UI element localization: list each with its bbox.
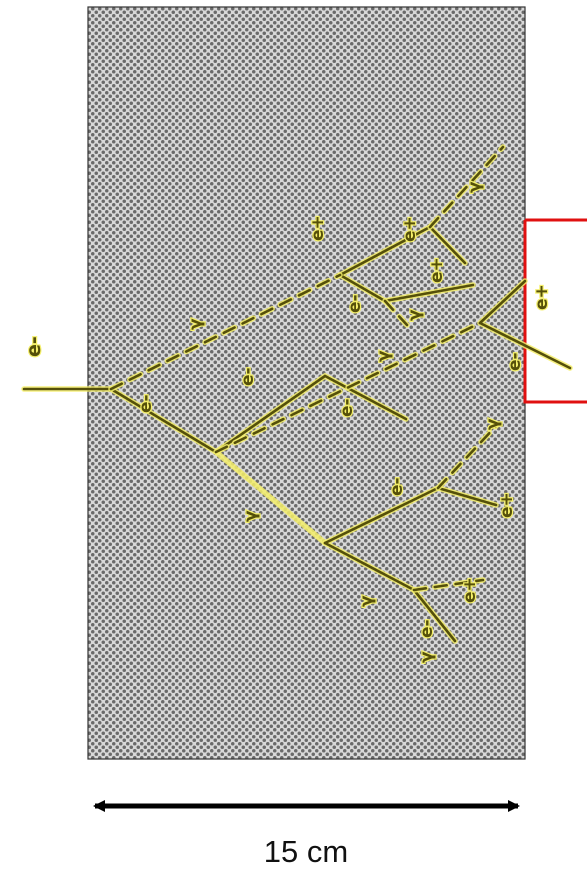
- scale-label: 15 cm: [264, 834, 348, 869]
- particle-label: e-: [238, 367, 258, 386]
- particle-label: e-: [417, 619, 437, 638]
- label-incoming-electron: e-: [23, 336, 45, 357]
- particle-label: e+: [497, 492, 517, 518]
- particle-label: γ: [186, 318, 206, 330]
- particle-label: γ: [405, 309, 425, 321]
- particle-label: e+: [460, 577, 480, 603]
- particle-label: e-: [505, 352, 525, 371]
- particle-label: e+: [532, 284, 552, 310]
- particle-label: e+: [400, 216, 420, 242]
- highlight-box: [525, 220, 587, 402]
- particle-label: e-: [387, 477, 407, 496]
- particle-label: e-: [337, 398, 357, 417]
- particle-label: γ: [483, 418, 503, 430]
- particle-label: γ: [374, 350, 394, 362]
- particle-label: γ: [417, 651, 437, 663]
- particle-label: e-: [345, 294, 365, 313]
- absorber-block: [88, 7, 525, 759]
- particle-label: γ: [465, 181, 485, 193]
- particle-label: γ: [357, 595, 377, 607]
- particle-label: γ: [241, 510, 261, 522]
- particle-label: e+: [308, 215, 328, 241]
- particle-label: e-: [136, 394, 156, 413]
- particle-label: e+: [427, 257, 447, 283]
